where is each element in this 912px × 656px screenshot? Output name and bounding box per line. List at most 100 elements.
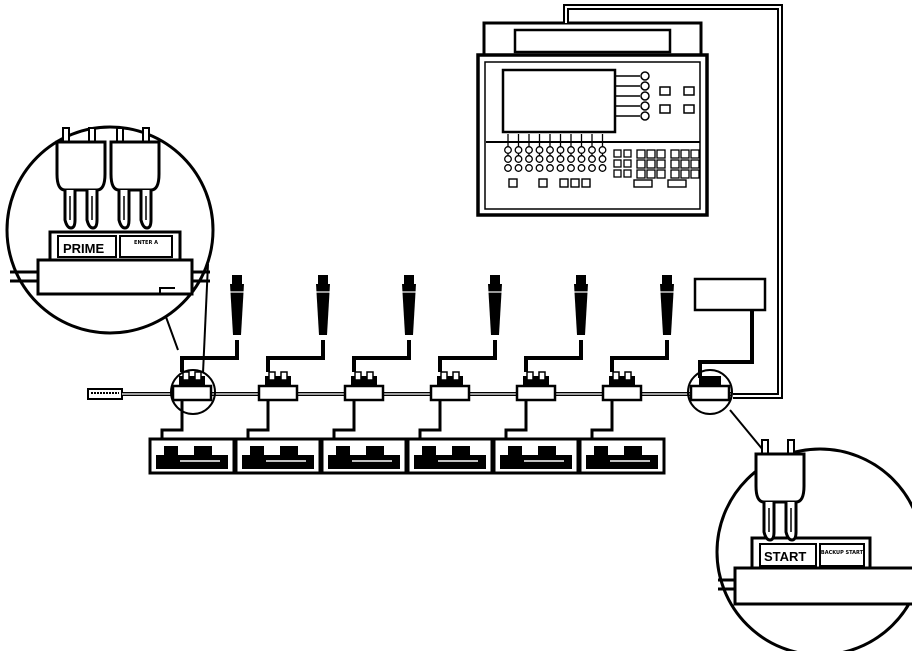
valve-connector bbox=[179, 376, 205, 386]
console-key bbox=[504, 155, 512, 163]
console-key bbox=[514, 146, 523, 154]
nozzle-cap bbox=[662, 275, 672, 285]
valve-plug bbox=[440, 371, 448, 381]
valve-block bbox=[515, 384, 557, 402]
pump-base bbox=[500, 455, 572, 469]
keypad-key bbox=[636, 149, 646, 159]
console-key bbox=[504, 164, 512, 172]
pump-part bbox=[280, 446, 298, 456]
keypad-key bbox=[680, 149, 690, 159]
nozzle-cap bbox=[490, 275, 500, 285]
keypad-key bbox=[690, 159, 700, 169]
nozzle-body bbox=[230, 284, 244, 335]
prime-label: PRIME bbox=[63, 241, 105, 256]
console-key bbox=[556, 164, 565, 172]
valve-connector bbox=[351, 376, 377, 386]
console-key bbox=[567, 155, 575, 163]
pump-part bbox=[508, 446, 522, 456]
pump-part bbox=[336, 446, 350, 456]
start-valve bbox=[689, 376, 731, 402]
console-key bbox=[535, 146, 544, 154]
nozzle-wire bbox=[610, 340, 669, 372]
station bbox=[578, 275, 674, 475]
plug-wire bbox=[761, 439, 769, 455]
console-key bbox=[525, 146, 533, 154]
valve-plug bbox=[538, 371, 546, 381]
nozzle-cap bbox=[318, 275, 328, 285]
pump-base bbox=[328, 455, 400, 469]
valve-plug bbox=[624, 371, 632, 381]
console-screen bbox=[501, 68, 617, 134]
pump-part bbox=[624, 446, 642, 456]
console-key bbox=[535, 155, 544, 163]
console-key bbox=[613, 149, 622, 158]
nozzle-body bbox=[316, 284, 330, 335]
station-group bbox=[148, 275, 731, 475]
keypad-key bbox=[636, 159, 646, 169]
console-key bbox=[556, 155, 565, 163]
plug-wire bbox=[88, 127, 96, 143]
console-key bbox=[588, 164, 596, 172]
plug-wire bbox=[142, 127, 150, 143]
station bbox=[320, 275, 416, 475]
keypad-key bbox=[656, 159, 666, 169]
valve-plug bbox=[280, 371, 288, 381]
nozzle-cap bbox=[576, 275, 586, 285]
keypad-key bbox=[670, 159, 680, 169]
nozzle-wire bbox=[266, 340, 325, 372]
valve-connector bbox=[265, 376, 291, 386]
valve-block bbox=[343, 384, 385, 402]
console-key bbox=[613, 159, 622, 168]
console-key bbox=[588, 146, 596, 154]
valve-block bbox=[257, 384, 299, 402]
nozzle-wire bbox=[524, 340, 583, 372]
pump-base bbox=[586, 455, 658, 469]
control-console bbox=[476, 21, 709, 217]
console-key bbox=[623, 159, 632, 168]
valve-block bbox=[171, 384, 213, 402]
pump-base bbox=[156, 455, 228, 469]
valve-plug bbox=[182, 371, 190, 381]
valve-plug bbox=[354, 371, 362, 381]
keypad-key bbox=[646, 149, 656, 159]
nozzle-cap bbox=[404, 275, 414, 285]
valve-connector bbox=[437, 376, 463, 386]
plug-body bbox=[754, 452, 806, 504]
nozzle-cap bbox=[232, 275, 242, 285]
station bbox=[492, 275, 588, 475]
nozzle-wire bbox=[352, 340, 411, 372]
pump-part bbox=[452, 446, 470, 456]
nozzle-wire bbox=[438, 340, 497, 372]
pump-part bbox=[594, 446, 608, 456]
enter-label: ENTER A bbox=[134, 240, 158, 246]
console-key bbox=[598, 164, 607, 172]
valve-block bbox=[601, 384, 643, 402]
station bbox=[148, 275, 244, 475]
console-key bbox=[556, 146, 565, 154]
station bbox=[234, 275, 330, 475]
pump-base bbox=[242, 455, 314, 469]
keypad-key bbox=[670, 149, 680, 159]
console-key bbox=[514, 164, 523, 172]
console-key bbox=[525, 164, 533, 172]
nozzle-body bbox=[402, 284, 416, 335]
keypad-key bbox=[656, 169, 666, 179]
valve-plug bbox=[612, 371, 620, 381]
valve-block bbox=[429, 384, 471, 402]
nozzle-body bbox=[660, 284, 674, 335]
console-key bbox=[504, 146, 512, 154]
valve-plug bbox=[268, 371, 276, 381]
valve-block bbox=[689, 384, 731, 402]
console-key bbox=[546, 155, 554, 163]
console-key bbox=[577, 155, 586, 163]
console-key bbox=[567, 146, 575, 154]
controller-box bbox=[693, 277, 767, 378]
console-key bbox=[623, 169, 632, 178]
nozzle-body bbox=[574, 284, 588, 335]
keypad-key bbox=[646, 169, 656, 179]
plug-body bbox=[55, 140, 107, 192]
valve-plug bbox=[452, 371, 460, 381]
keypad-key bbox=[646, 159, 656, 169]
